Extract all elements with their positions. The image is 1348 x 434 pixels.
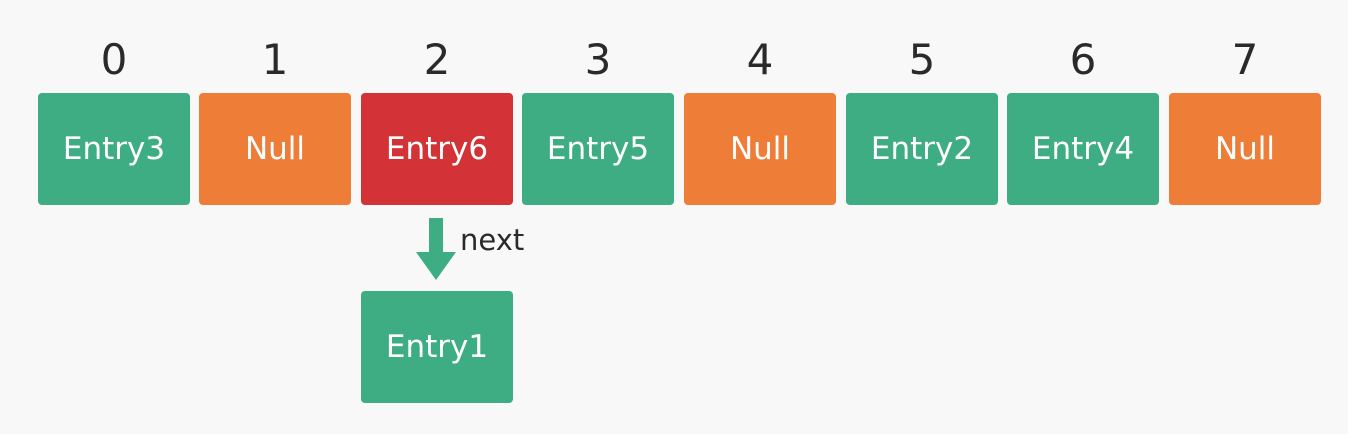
bucket-cell-4: Null bbox=[684, 93, 836, 205]
bucket-cell-2: Entry6 bbox=[361, 93, 513, 205]
next-pointer-label: next bbox=[460, 223, 525, 257]
bucket-cell-0: Entry3 bbox=[38, 93, 190, 205]
bucket-index-7: 7 bbox=[1231, 35, 1259, 84]
bucket-cell-7: Null bbox=[1169, 93, 1321, 205]
bucket-cell-3: Entry5 bbox=[522, 93, 674, 205]
bucket-cell-6: Entry4 bbox=[1007, 93, 1159, 205]
chained-entry-node: Entry1 bbox=[361, 291, 513, 403]
bucket-cell-1: Null bbox=[199, 93, 351, 205]
bucket-index-2: 2 bbox=[423, 35, 451, 84]
bucket-index-4: 4 bbox=[746, 35, 774, 84]
bucket-index-0: 0 bbox=[100, 35, 128, 84]
bucket-index-3: 3 bbox=[584, 35, 612, 84]
bucket-index-6: 6 bbox=[1069, 35, 1097, 84]
bucket-cell-5: Entry2 bbox=[846, 93, 998, 205]
bucket-index-5: 5 bbox=[908, 35, 936, 84]
down-arrow-icon bbox=[416, 218, 456, 280]
bucket-index-1: 1 bbox=[261, 35, 289, 84]
